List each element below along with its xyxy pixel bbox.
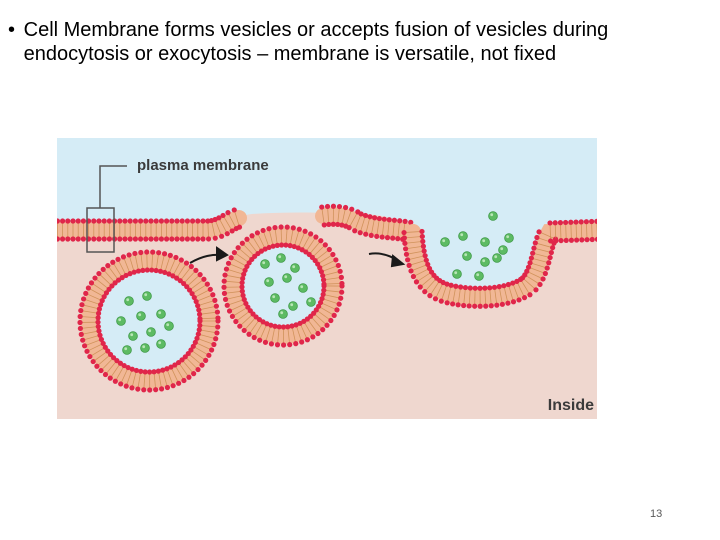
vesicle-cargo-particle [498, 245, 508, 255]
vesicle-cargo-particle [282, 273, 292, 283]
vesicle-cargo-particle [122, 345, 132, 355]
arrow-right-icon [368, 252, 406, 268]
vesicle-cargo-particle [288, 301, 298, 311]
plasma-membrane-left [57, 207, 247, 242]
vesicle-cargo-particle [270, 293, 280, 303]
page-number: 13 [650, 508, 663, 520]
membrane-figure: plasma membrane Inside [57, 138, 597, 419]
vesicle-cargo-particle [142, 291, 152, 301]
vesicle-cargo-particle [146, 327, 156, 337]
budding-vesicle [221, 224, 345, 348]
vesicle-cargo-particle [474, 271, 484, 281]
vesicle-cargo-particle [488, 211, 498, 221]
bullet-point: • Cell Membrane forms vesicles or accept… [8, 18, 698, 66]
vesicle-cargo-particle [260, 259, 270, 269]
vesicle-cargo-particle [136, 311, 146, 321]
vesicle-cargo-particle [298, 283, 308, 293]
vesicle-cargo-particle [306, 297, 316, 307]
label-plasma-membrane: plasma membrane [137, 157, 269, 174]
membrane-diagram: plasma membrane Inside [57, 138, 597, 419]
bullet-marker: • [8, 19, 16, 41]
arrow-right-icon [189, 246, 229, 264]
vesicle-cargo-particle [462, 251, 472, 261]
bullet-text: Cell Membrane forms vesicles or accepts … [23, 19, 609, 65]
vesicle-cargo-particle [440, 237, 450, 247]
plasma-membrane-mid [315, 203, 421, 243]
vesicle-cargo-particle [264, 277, 274, 287]
vesicle-cargo-particle [140, 343, 150, 353]
vesicle-cargo-particle [124, 296, 134, 306]
callout-line [99, 165, 127, 208]
vesicle-cargo-particle [128, 331, 138, 341]
vesicle-cargo-particle [480, 237, 490, 247]
vesicle-cargo-particle [164, 321, 174, 331]
vesicle-cargo-particle [492, 253, 502, 263]
vesicle-cargo-particle [278, 309, 288, 319]
plasma-membrane-invagination [401, 218, 597, 309]
vesicle-cargo-particle [480, 257, 490, 267]
vesicle-cargo-particle [452, 269, 462, 279]
vesicle-cargo-particle [116, 316, 126, 326]
vesicle-cargo-particle [276, 253, 286, 263]
vesicle-cargo-particle [156, 309, 166, 319]
vesicle-cargo-particle [458, 231, 468, 241]
label-inside: Inside [548, 397, 594, 414]
vesicle-cargo-particle [504, 233, 514, 243]
vesicle-cargo-particle [290, 263, 300, 273]
vesicle-cargo-particle [156, 339, 166, 349]
free-vesicle [77, 249, 221, 393]
